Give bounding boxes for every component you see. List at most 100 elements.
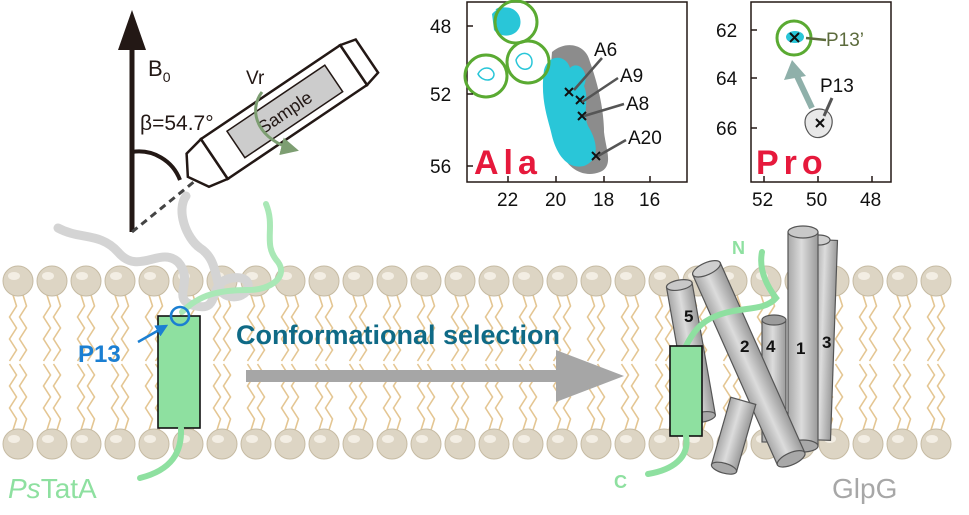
lipid-head	[308, 265, 340, 297]
lipid-tail	[212, 294, 222, 362]
pstata-label-rest: TatA	[41, 473, 97, 504]
lipid-head	[2, 428, 34, 460]
lipid-tail	[110, 363, 120, 431]
lipid-head-highlight	[8, 272, 20, 280]
gray-disordered-chain	[53, 191, 253, 312]
lipid-tail	[144, 363, 154, 431]
lipid-head-highlight	[620, 272, 632, 280]
lipid-head-highlight	[688, 435, 700, 443]
ala-y-tick-56: 56	[430, 157, 451, 178]
lipid-head	[886, 428, 918, 460]
magic-angle-label: β=54.7°	[140, 112, 214, 135]
helix-number-4: 4	[766, 337, 776, 356]
lipid-head-highlight	[348, 435, 360, 443]
lipid-tail	[86, 363, 96, 431]
ala-y-tick-52: 52	[430, 85, 451, 106]
conformational-arrow-shaft	[246, 370, 578, 382]
lipid-head-highlight	[110, 435, 122, 443]
lipid-tail	[416, 294, 426, 362]
lipid-tail	[358, 294, 368, 362]
ala-x-axis-ticks	[507, 176, 651, 182]
ala-peak-a8: A8	[626, 94, 649, 115]
lipid-tail	[314, 294, 324, 362]
b0-label-main: B	[148, 56, 163, 81]
lipid-tail	[144, 294, 154, 362]
lipid-tail	[494, 294, 504, 362]
lipid-tail	[76, 363, 86, 431]
ala-title: Ala	[474, 144, 542, 182]
lipid-head	[410, 428, 442, 460]
b0-label: B0	[148, 56, 171, 85]
glpg-helix-extra	[710, 396, 757, 475]
lipid-tail	[936, 363, 946, 431]
ala-peak-pointers	[573, 57, 627, 158]
lipid-tail	[654, 294, 664, 362]
lipid-tail	[18, 294, 28, 362]
n-terminus-label: N	[732, 238, 745, 258]
pro-y-tick-66: 66	[716, 119, 737, 140]
lipid-tail	[654, 363, 664, 431]
lipid-tail	[858, 294, 868, 362]
ala-peak-a9: A9	[620, 66, 643, 87]
lipid-head-highlight	[416, 272, 428, 280]
lipid-tail	[586, 294, 596, 362]
sample-rotor: Sample	[185, 37, 380, 189]
lipid-head	[478, 428, 510, 460]
b0-label-subscript: 0	[163, 69, 171, 85]
lipid-tail	[222, 294, 232, 362]
p13-marker-circle	[169, 305, 191, 327]
rotor-sample-area	[225, 64, 344, 159]
ala-spectrum-panel: A6 A9 A8 A20 Ala 48 52 56 22 20 18 16	[430, 0, 688, 211]
lipid-head-highlight	[42, 272, 54, 280]
lipid-tail	[892, 363, 902, 431]
lipid-head-highlight	[620, 435, 632, 443]
pro-y-tick-64: 64	[716, 69, 738, 90]
lipid-tail	[892, 294, 902, 362]
lipid-head-highlight	[110, 272, 122, 280]
lipid-tail	[858, 363, 868, 431]
pro-shift-arrow-head	[784, 60, 806, 80]
rotor-axis-dashed	[131, 170, 207, 234]
pro-plot-frame	[750, 1, 892, 183]
lipid-head	[308, 428, 340, 460]
lipid-head	[70, 265, 102, 297]
lipid-tail	[8, 363, 18, 431]
lipid-tail	[834, 294, 844, 362]
lipid-head	[206, 428, 238, 460]
lipid-tail	[902, 363, 912, 431]
lipid-tail	[110, 294, 120, 362]
lipid-head	[240, 428, 272, 460]
pro-x-axis-ticks	[763, 176, 873, 182]
lipid-tail	[552, 294, 562, 362]
lipid-tail	[382, 294, 392, 362]
lipid-tail	[868, 363, 878, 431]
p13-pointer-arrow	[137, 324, 169, 344]
pro-shift-arrow-shaft	[793, 72, 815, 110]
lipid-head-highlight	[144, 272, 156, 280]
lipid-head-highlight	[314, 272, 326, 280]
lipid-head-highlight	[280, 435, 292, 443]
lipid-head	[342, 428, 374, 460]
lipid-head	[2, 265, 34, 297]
lipid-head-highlight	[76, 272, 88, 280]
lipid-tail	[426, 294, 436, 362]
lipid-head	[444, 428, 476, 460]
lipid-head	[546, 428, 578, 460]
pro-y-tick-62: 62	[716, 21, 737, 42]
lipid-tail	[936, 294, 946, 362]
lipid-head	[376, 265, 408, 297]
lipid-head-highlight	[76, 435, 88, 443]
lipid-head	[512, 265, 544, 297]
lipid-head	[512, 428, 544, 460]
pstata-label: PsTatA	[8, 473, 97, 504]
pro-y-axis-ticks	[751, 29, 757, 129]
lipid-tail	[76, 294, 86, 362]
ala-circle-3	[505, 39, 551, 85]
lipid-head	[614, 265, 646, 297]
lipid-head-highlight	[552, 272, 564, 280]
pro-x-tick-52: 52	[752, 190, 773, 211]
glpg-label: GlpG	[832, 473, 897, 504]
ala-y-tick-48: 48	[430, 17, 451, 38]
lipid-head-highlight	[586, 435, 598, 443]
